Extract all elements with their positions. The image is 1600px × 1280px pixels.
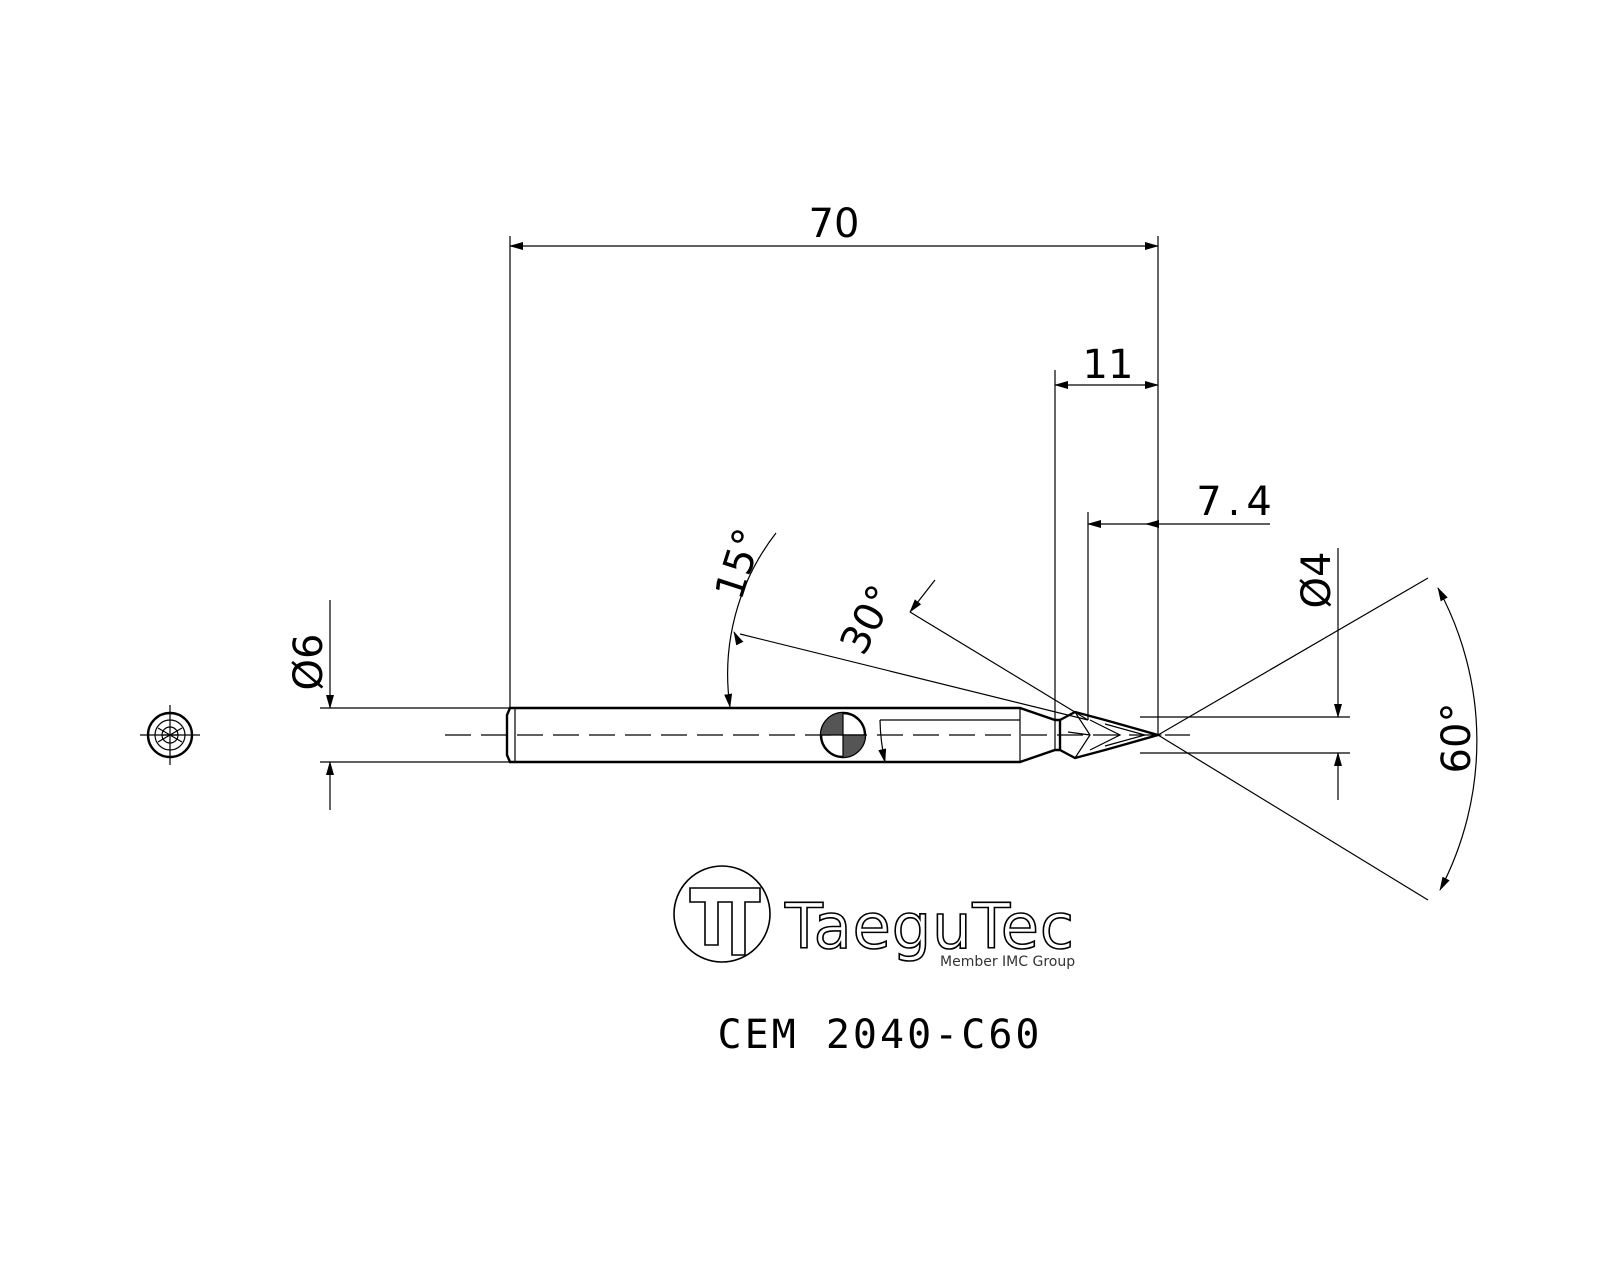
- model-code: CEM 2040-C60: [718, 1012, 1043, 1058]
- dim-shank-diameter-label: Ø6: [286, 634, 332, 691]
- dim-angle-neck: 30°: [832, 578, 1089, 763]
- dim-angle-shank-taper-label: 15°: [707, 523, 773, 605]
- dim-angle-neck-label: 30°: [832, 578, 906, 662]
- brand-tagline: Member IMC Group: [940, 954, 1075, 970]
- dim-angle-point: 60°: [1157, 577, 1480, 901]
- dim-chamfer-length: 7.4: [1087, 479, 1278, 720]
- dim-overall-length: 70: [509, 201, 1159, 735]
- dim-chamfer-length-label: 7.4: [1196, 479, 1278, 525]
- dim-flute-length-label: 11: [1083, 342, 1134, 388]
- dim-tip-diameter: Ø4: [1140, 548, 1350, 800]
- end-view-symbol: [140, 705, 200, 765]
- dim-flute-length: 11: [1054, 342, 1159, 720]
- dim-shank-diameter: Ø6: [286, 600, 510, 810]
- section-symbol: [819, 711, 867, 759]
- dim-angle-shank-taper: 15°: [707, 523, 1089, 721]
- dim-angle-point-label: 60°: [1434, 703, 1480, 774]
- taegutec-logo-mark-icon: [689, 887, 761, 956]
- dim-tip-diameter-label: Ø4: [1294, 552, 1340, 609]
- brand-name: TaeguTec: [784, 890, 1075, 963]
- brand-logo: TaeguTec Member IMC Group: [673, 865, 1075, 970]
- dim-overall-length-label: 70: [809, 201, 860, 247]
